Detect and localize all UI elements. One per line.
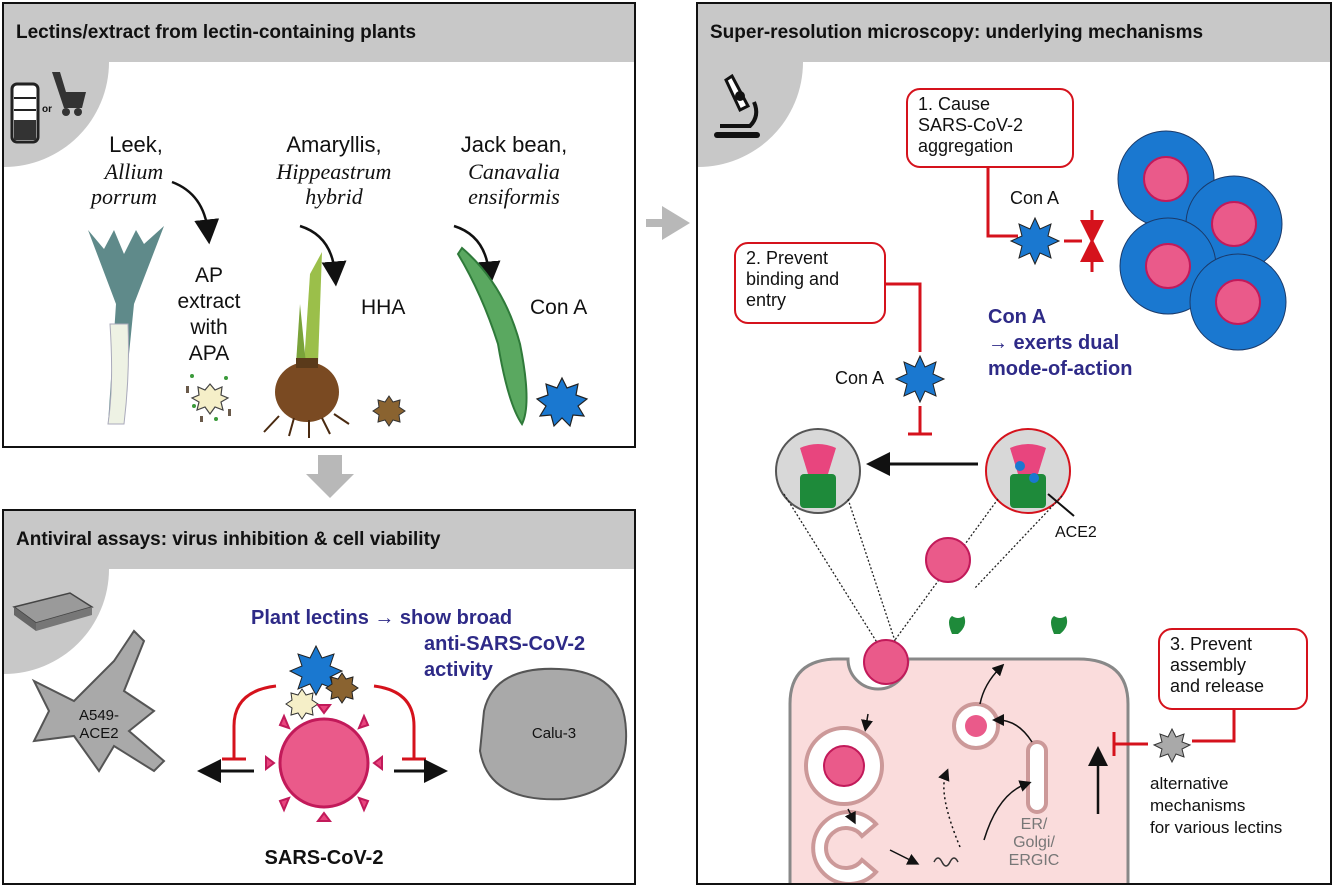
alt-mech-line2: mechanisms (1150, 796, 1246, 815)
assay-diagram (31, 629, 628, 822)
product-apa-3: with (190, 316, 228, 339)
plant-latin-jackbean-1: Canavalia (468, 159, 560, 184)
panel-title: Lectins/extract from lectin-containing p… (16, 22, 417, 43)
apa-star (285, 688, 319, 720)
alt-mech-line1: alternative (1150, 774, 1229, 793)
mech1-line3: aggregation (918, 136, 1014, 156)
panel-microscopy: Super-resolution microscopy: underlying … (696, 2, 1332, 885)
plant-common-leek: Leek, (109, 132, 163, 157)
lectin-star-gray (1152, 727, 1192, 764)
jack-bean-pod-image (456, 246, 528, 426)
arrow-amaryllis (299, 224, 347, 287)
product-apa-2: extract (177, 290, 241, 313)
mech3-line3: and release (1170, 676, 1265, 696)
mech3-line1: 3. Prevent (1170, 634, 1253, 654)
plant-latin-leek-2: porrum (90, 184, 157, 209)
plant-latin-amaryllis-1: Hippeastrum (276, 159, 392, 184)
plant-illustrations (88, 180, 589, 438)
plant-latin-jackbean-2: ensiformis (468, 184, 560, 209)
well-plate-icon (12, 592, 94, 631)
dual-mode-line3: mode-of-action (988, 358, 1133, 380)
arrow-right-gray (646, 206, 690, 240)
plant-common-amaryllis: Amaryllis, (286, 132, 382, 157)
or-label: or (42, 104, 52, 115)
product-apa-4: APA (188, 342, 230, 365)
headline-2: anti-SARS-CoV-2 (424, 633, 586, 655)
arrow-jackbean (453, 224, 501, 287)
arrow-leek (171, 180, 220, 245)
lysosome-uncoating (811, 810, 879, 883)
plant-latin-amaryllis-2: hybrid (305, 184, 363, 209)
free-virus (925, 537, 971, 583)
dual-mode-line1: Con A (988, 306, 1047, 328)
mechanism-1-box: 1. Cause SARS-CoV-2 aggregation (906, 88, 1074, 168)
microscope-icon (714, 73, 760, 138)
cona-label-mech1: Con A (1010, 188, 1060, 208)
cell-label-calu3: Calu-3 (531, 725, 577, 742)
headline-3: activity (424, 659, 493, 681)
cell-label-a549-2: ACE2 (79, 725, 119, 742)
inhibit-left (232, 684, 277, 759)
panel-antiviral-assays: Antiviral assays: virus inhibition & cel… (2, 509, 636, 885)
panel-plant-lectins: Lectins/extract from lectin-containing p… (2, 2, 636, 448)
cona-label-mech2: Con A (835, 368, 885, 388)
cona-star (288, 644, 344, 697)
hha-star (325, 672, 359, 704)
sars-cov-2-virus (265, 704, 383, 822)
alt-mech-line3: for various lectins (1150, 818, 1283, 837)
virus-label: SARS-CoV-2 (264, 847, 384, 869)
er-label-1: ER/ (1020, 816, 1048, 833)
panel-header (4, 511, 634, 569)
headline-1: Plant lectins → show broad (251, 607, 513, 629)
leek-image (88, 226, 164, 425)
mech1-line2: SARS-CoV-2 (918, 115, 1024, 135)
mechanism-3-box: 3. Prevent assembly and release (1158, 628, 1308, 710)
product-cona: Con A (530, 296, 588, 319)
cona-lectin-icon (535, 376, 589, 428)
cona-star-mech1 (1009, 216, 1061, 266)
mech2-line1: 2. Prevent (746, 248, 829, 268)
mech1-line1: 1. Cause (918, 94, 991, 114)
mechanism-diagram (775, 130, 1287, 883)
dual-mode-line2: → exerts dual (988, 332, 1120, 354)
plant-common-jackbean: Jack bean, (460, 132, 568, 157)
blender-or-cart-icon (10, 72, 86, 144)
apa-lectin-icon (186, 374, 231, 422)
inhibit-right (373, 684, 416, 759)
panel-header (698, 4, 1330, 62)
virus-aggregate (1117, 130, 1287, 351)
plant-latin-leek-1: Allium (104, 159, 164, 184)
mech2-line3: entry (746, 290, 787, 310)
calu3-cell-shape (478, 667, 628, 801)
a549-cell-shape (31, 629, 166, 773)
mech3-line2: assembly (1170, 655, 1247, 675)
er-label-3: ERGIC (1008, 852, 1060, 869)
ace2-label: ACE2 (1055, 524, 1097, 541)
arrow-down-gray (306, 455, 354, 498)
product-hha: HHA (361, 296, 406, 319)
er-label-2: Golgi/ (1013, 834, 1055, 851)
panel-header (4, 4, 634, 62)
mech2-line2: binding and (746, 269, 840, 289)
product-apa-1: AP (194, 264, 223, 287)
hha-lectin-icon (372, 395, 406, 427)
cona-star-mech2 (894, 354, 946, 404)
panel-title: Antiviral assays: virus inhibition & cel… (16, 529, 441, 550)
cell-label-a549-1: A549- (78, 707, 120, 724)
mechanism-2-box: 2. Prevent binding and entry (734, 242, 886, 324)
amaryllis-bulb-image (263, 252, 350, 438)
er-golgi (1026, 740, 1048, 814)
panel-title: Super-resolution microscopy: underlying … (710, 22, 1204, 43)
